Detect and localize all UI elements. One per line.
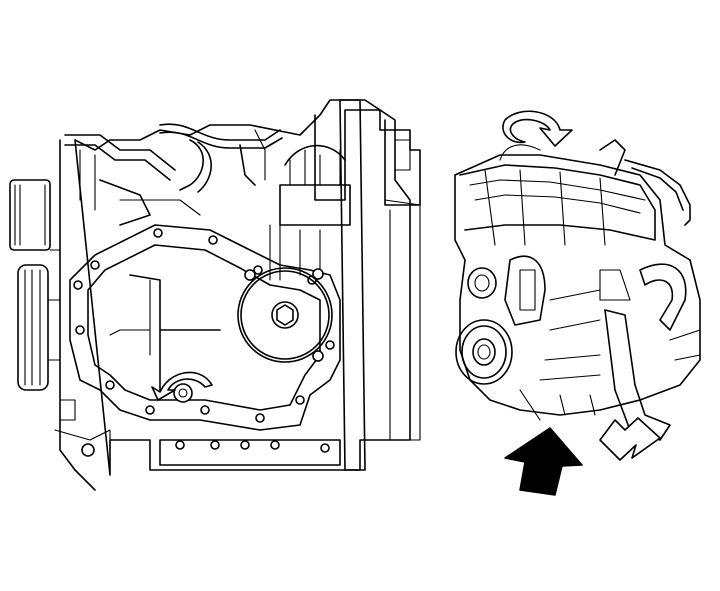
oil-pan	[159, 439, 341, 466]
valve-cover-edge	[339, 99, 366, 471]
move-direction-arrow	[599, 417, 661, 461]
water-pump	[237, 267, 333, 363]
cover-bolts	[73, 228, 335, 423]
valve-cover	[314, 109, 421, 206]
three-quarter-view-engine	[454, 110, 701, 496]
upper-pipe	[159, 123, 281, 141]
coolant-hose	[604, 309, 671, 441]
timing-cover-outer	[69, 224, 341, 431]
engine-rotation-arrow	[502, 110, 573, 147]
right-upper-pulley	[467, 267, 497, 299]
engine-body-right	[454, 154, 701, 416]
oil-pan-bolts	[175, 440, 330, 453]
push-direction-arrow	[504, 427, 583, 496]
right-crank-pulley	[455, 319, 513, 385]
intake-box	[279, 184, 351, 226]
crankshaft-bolt	[173, 383, 193, 403]
timing-cover-inner	[87, 244, 321, 411]
engine-block-outline	[59, 99, 411, 491]
left-pulleys	[9, 179, 61, 391]
front-view-engine	[9, 99, 421, 491]
crankshaft-rotation-arrow	[151, 371, 213, 401]
